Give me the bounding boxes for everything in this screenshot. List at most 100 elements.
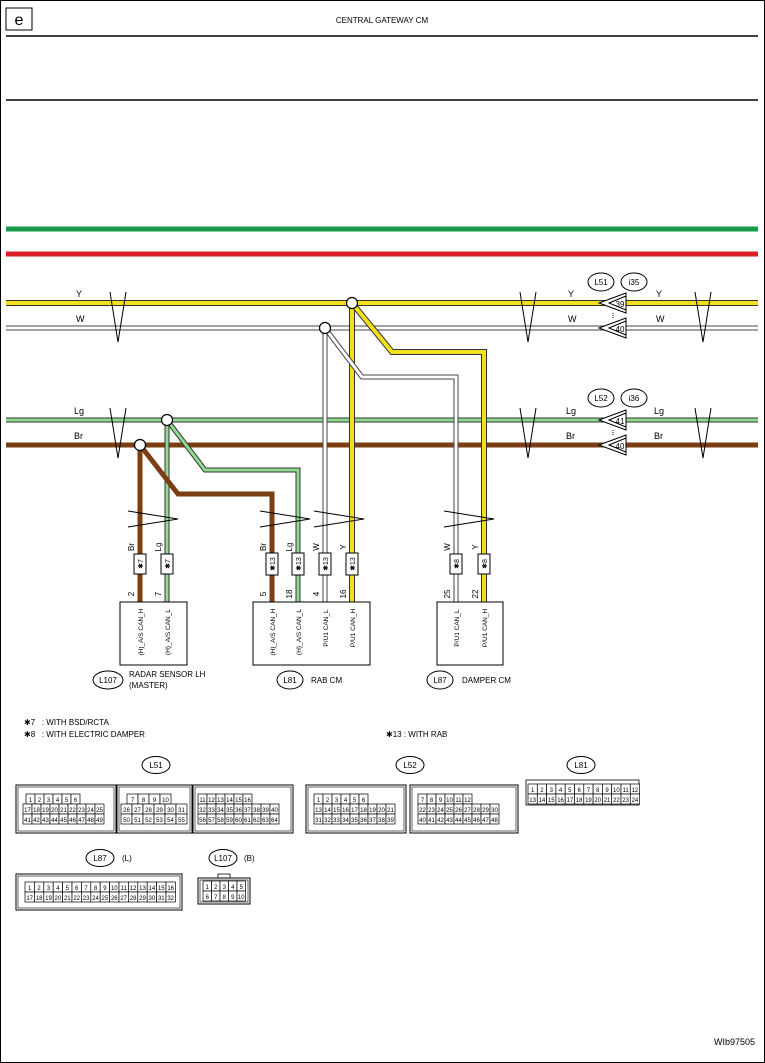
face-l52-b-pin-29: 29 — [482, 808, 489, 814]
face-l51-c-pin-16: 16 — [244, 798, 251, 804]
note-star7: ✱7 : WITH BSD/RCTA — [24, 718, 109, 727]
face-l51-b-pin-cell — [175, 813, 188, 825]
pin-rab-5: 5 — [259, 591, 268, 596]
face-l52-b-housing-inner — [411, 786, 517, 832]
face-l87-pin-32: 32 — [167, 896, 174, 902]
face-l51-c-pin-56: 56 — [199, 818, 206, 824]
splice-y — [345, 296, 359, 310]
branch-color-labels: Br Lg Br Lg W Y W Y — [127, 543, 480, 552]
figure-code: WIb97505 — [714, 1037, 755, 1047]
break-mark-upper-right — [694, 291, 712, 343]
pin-radar-7: 7 — [154, 591, 163, 596]
branch-label-lg-radar: Lg — [154, 543, 163, 552]
break-mark-upper-mid — [519, 291, 537, 343]
face-l52-a-pin-36: 36 — [360, 818, 367, 824]
face-l51-a-pin-22: 22 — [69, 808, 76, 814]
face-l52-a-pin-38: 38 — [378, 818, 385, 824]
face-l52-a-housing-inner — [307, 786, 405, 832]
face-l107-pin-4: 4 — [231, 885, 235, 891]
face-l107-pin-2: 2 — [214, 885, 218, 891]
option-box-rab-w — [318, 552, 332, 576]
face-l52-b-pin-46: 46 — [473, 818, 480, 824]
branch-label-w-rab: W — [312, 543, 321, 551]
face-l107-pin-cell — [236, 890, 246, 902]
face-l87-pin-11: 11 — [121, 886, 128, 892]
face-l81-pin-23: 23 — [622, 798, 629, 804]
face-l51-c-pin-59: 59 — [226, 818, 233, 824]
break-mark-damper — [443, 510, 495, 528]
face-l51-a-housing-inner — [17, 786, 115, 832]
face-l107-pin-1: 1 — [206, 885, 210, 891]
face-l51-a-pin-23: 23 — [78, 808, 85, 814]
page-letter-box — [5, 7, 33, 31]
face-l52-b-pin-25: 25 — [446, 808, 453, 814]
face-l52-a-pin-33: 33 — [333, 818, 340, 824]
conn-label-l52-oval — [587, 388, 615, 408]
face-l51-a-pin-44: 44 — [51, 818, 58, 824]
label-y-right: Y — [656, 289, 662, 299]
conn-label-l51-oval — [587, 272, 615, 292]
rab-cm-box — [252, 601, 371, 666]
face-l51-c-pin-32: 32 — [199, 808, 206, 814]
face-l52-a-pin-32: 32 — [324, 818, 331, 824]
face-l87-pin-8: 8 — [94, 886, 98, 892]
face-l87-pin-28: 28 — [130, 896, 137, 902]
face-l51-b-pin-7: 7 — [131, 798, 135, 804]
face-l51-b-pin-28: 28 — [145, 808, 152, 814]
face-l52-b-pin-44: 44 — [455, 818, 462, 824]
face-l51-a-pin-21: 21 — [60, 808, 67, 814]
face-l81-pin-4: 4 — [559, 788, 563, 794]
face-l52-b-pin-12: 12 — [464, 798, 471, 804]
face-l51-c-housing-inner — [194, 786, 292, 832]
face-l87-pin-23: 23 — [83, 896, 90, 902]
label-lg-right: Lg — [654, 406, 664, 416]
face-l51-a-pin-43: 43 — [42, 818, 49, 824]
label-br-right: Br — [654, 431, 663, 441]
face-l52-b-pin-9: 9 — [439, 798, 443, 804]
option-damper-y: ✱8 — [481, 559, 489, 569]
face-l81-pin-19: 19 — [585, 798, 592, 804]
label-lg-mid: Lg — [566, 406, 576, 416]
face-l52-a-pin-37: 37 — [369, 818, 376, 824]
face-l51-c-pin-58: 58 — [217, 818, 224, 824]
face-l51-a-pin-25: 25 — [96, 808, 103, 814]
face-l52-b-pin-8: 8 — [430, 798, 434, 804]
face-l52-a-pin-31: 31 — [315, 818, 322, 824]
face-l81-label-oval — [566, 756, 596, 774]
signal-rab-puh: P/U1 CAN_H — [350, 609, 357, 648]
face-l51-c-pin-11: 11 — [199, 798, 206, 804]
face-l107-pin-5: 5 — [240, 885, 244, 891]
face-l51-c-pin-63: 63 — [262, 818, 269, 824]
face-l51-a-pin-24: 24 — [87, 808, 94, 814]
pin-41: 41 — [616, 417, 625, 426]
face-l107-pin-3: 3 — [223, 885, 227, 891]
face-l81-pin-1: 1 — [531, 788, 535, 794]
face-l87-pin-5: 5 — [66, 886, 70, 892]
y-branch-damper — [350, 301, 486, 603]
face-l51-a-pin-6: 6 — [74, 798, 78, 804]
face-l87-pin-2: 2 — [37, 886, 41, 892]
face-l52-b-pin-48: 48 — [491, 818, 498, 824]
face-l51-b-pin-53: 53 — [156, 818, 163, 824]
conn-label-l52: L52 — [594, 394, 608, 403]
face-l51-c-pin-60: 60 — [235, 818, 242, 824]
face-l51-b-pin-10: 10 — [162, 798, 169, 804]
face-l87-pin-10: 10 — [111, 886, 118, 892]
face-l52-a-pin-18: 18 — [360, 808, 367, 814]
face-l87-pin-1: 1 — [28, 886, 32, 892]
break-mark-lower-left — [109, 407, 127, 459]
face-l52-a-pin-4: 4 — [344, 798, 348, 804]
face-l87-pin-9: 9 — [103, 886, 107, 892]
branch-label-br-radar: Br — [127, 543, 136, 551]
face-l81-pin-11: 11 — [623, 788, 630, 794]
face-l51-c-pin-38: 38 — [253, 808, 260, 814]
face-l51-c-pin-64: 64 — [271, 818, 278, 824]
face-l52-a-pin-5: 5 — [353, 798, 357, 804]
y-branch-damper-outline — [349, 301, 487, 603]
face-l87-label: L87 — [93, 854, 107, 863]
face-l51-b-pin-27: 27 — [134, 808, 141, 814]
w-branch-damper-outline — [323, 326, 459, 603]
face-l51-label: L51 — [149, 761, 163, 770]
option-rab-lg: ✱13 — [295, 557, 303, 571]
signal-damper-pul: P/U1 CAN_L — [454, 609, 461, 647]
